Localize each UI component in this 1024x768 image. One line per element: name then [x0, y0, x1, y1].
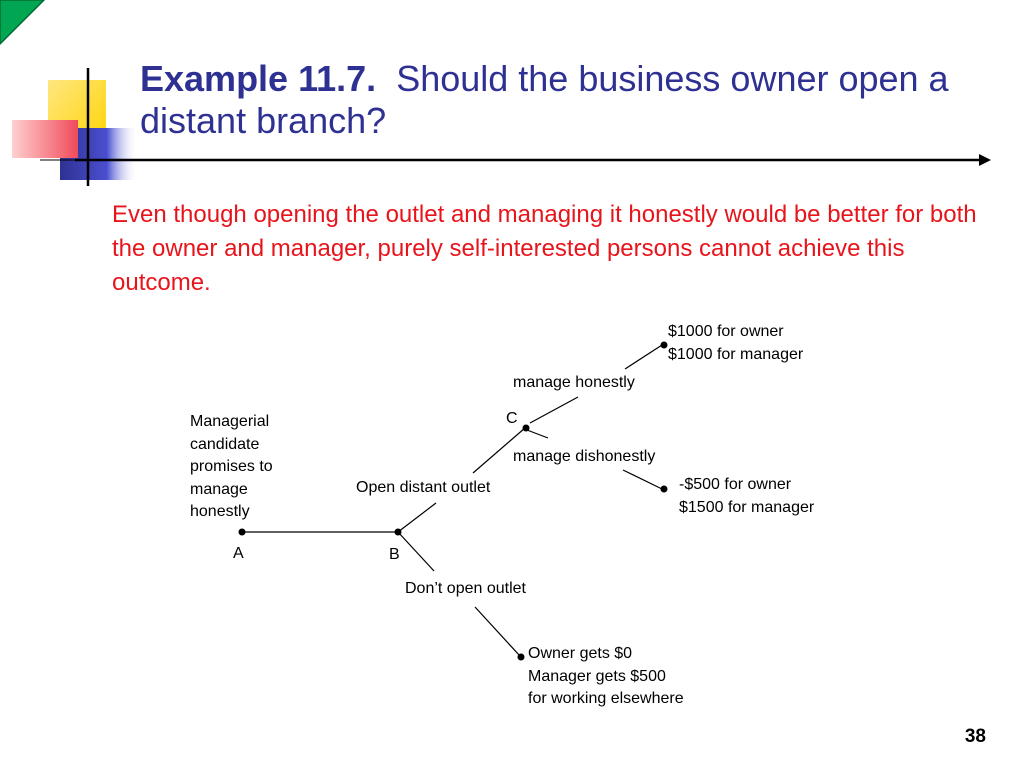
payoff-honest: $1000 for owner $1000 for manager [668, 321, 803, 366]
node-a-label: A [233, 545, 244, 562]
node-b-dot [394, 528, 402, 536]
edge-open-c [472, 427, 526, 474]
edge-dont-payoff [474, 606, 521, 657]
edge-c-dishonest [526, 429, 549, 439]
node-c-label: C [506, 410, 518, 427]
candidate-note-line: Managerial [190, 413, 270, 430]
candidate-note-line: manage [190, 480, 248, 498]
payoff-dishonest: -$500 for owner $1500 for manager [679, 474, 814, 519]
corner-triangle-decoration [0, 0, 46, 46]
edge-c-honest [529, 396, 579, 424]
candidate-note-line: promises to [190, 458, 273, 475]
edge-dishonest-payoff [622, 469, 663, 490]
edge-b-dont [397, 531, 435, 572]
payoff-line: $1000 for manager [668, 345, 804, 363]
payoff-dont-open-dot [517, 653, 525, 661]
payoff-line: $1500 for manager [679, 498, 815, 516]
edge-b-open [397, 502, 437, 533]
node-a-dot [238, 528, 246, 536]
page-number: 38 [964, 726, 986, 747]
payoff-dont-open: Owner gets $0 Manager gets $500 for work… [528, 643, 684, 711]
node-b-label: B [389, 546, 400, 563]
branch-dishonest-label: manage dishonestly [513, 448, 656, 465]
payoff-line: Owner gets $0 [528, 645, 633, 662]
payoff-line: for working elsewhere [528, 690, 684, 707]
edge-honest-payoff [624, 344, 663, 370]
payoff-dishonest-dot [660, 485, 668, 493]
payoff-line: -$500 for owner [679, 476, 792, 493]
candidate-note-line: candidate [190, 435, 260, 453]
payoff-honest-dot [660, 341, 668, 349]
candidate-note: Managerial candidate promises to manage … [190, 411, 273, 524]
node-c-dot [522, 424, 530, 432]
title-question: Should the business owner open a distant… [140, 58, 949, 141]
payoff-line: $1000 for owner [668, 323, 784, 340]
branch-dont-open-label: Don’t open outlet [405, 580, 526, 597]
title-rule-arrow [75, 154, 991, 166]
candidate-note-line: honestly [190, 503, 250, 520]
branch-open-label: Open distant outlet [356, 479, 491, 496]
slide-title: Example 11.7. Should the business owner … [140, 58, 1000, 142]
title-example-number: Example 11.7. [140, 58, 377, 99]
branch-honest-label: manage honestly [513, 374, 635, 391]
intro-text: Even though opening the outlet and manag… [112, 201, 977, 296]
payoff-line: Manager gets $500 [528, 667, 666, 685]
